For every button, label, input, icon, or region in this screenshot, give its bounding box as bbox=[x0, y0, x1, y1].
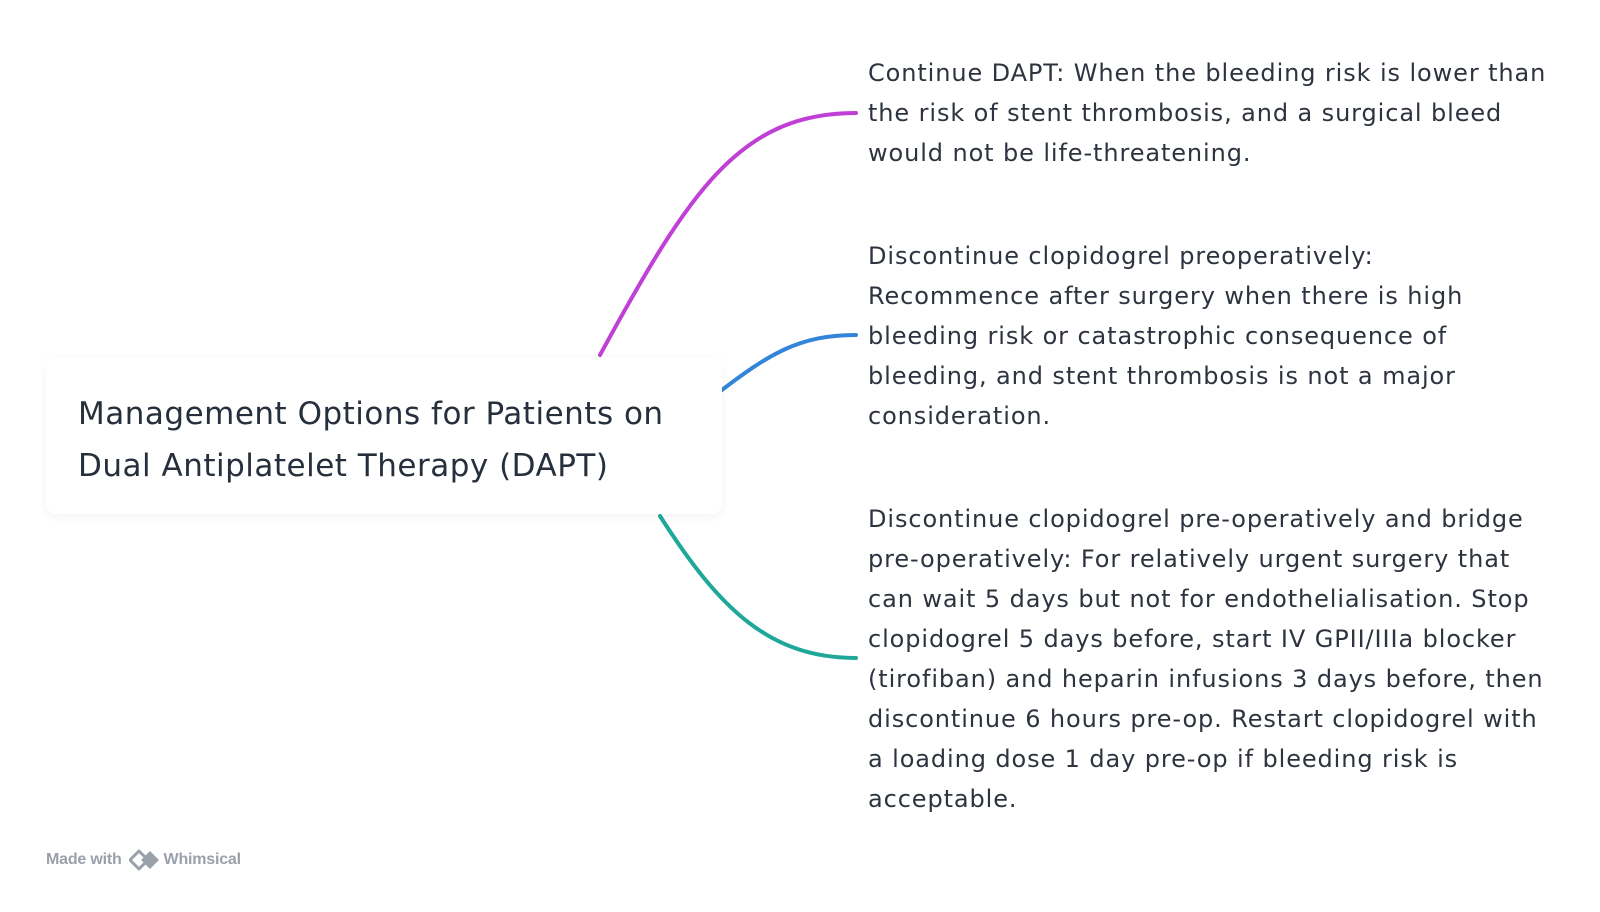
connector-branch-2 bbox=[716, 333, 858, 395]
branch-node-discontinue-and-bridge[interactable]: Discontinue clopidogrel pre-operatively … bbox=[868, 505, 1544, 813]
made-with-whimsical-badge[interactable]: Made with Whimsical bbox=[46, 849, 241, 871]
root-node[interactable]: Management Options for Patients on Dual … bbox=[46, 358, 722, 514]
branch-node-continue-dapt[interactable]: Continue DAPT: When the bleeding risk is… bbox=[868, 59, 1547, 167]
made-with-label: Made with bbox=[46, 851, 122, 868]
connector-branch-3 bbox=[658, 514, 858, 660]
root-title: Management Options for Patients on Dual … bbox=[78, 396, 664, 484]
whimsical-brand-label: Whimsical bbox=[163, 851, 242, 868]
connector-branch-1 bbox=[598, 111, 858, 357]
branch-node-discontinue-clopidogrel[interactable]: Discontinue clopidogrel preoperatively: … bbox=[868, 242, 1464, 430]
whimsical-logo-icon bbox=[128, 849, 159, 871]
